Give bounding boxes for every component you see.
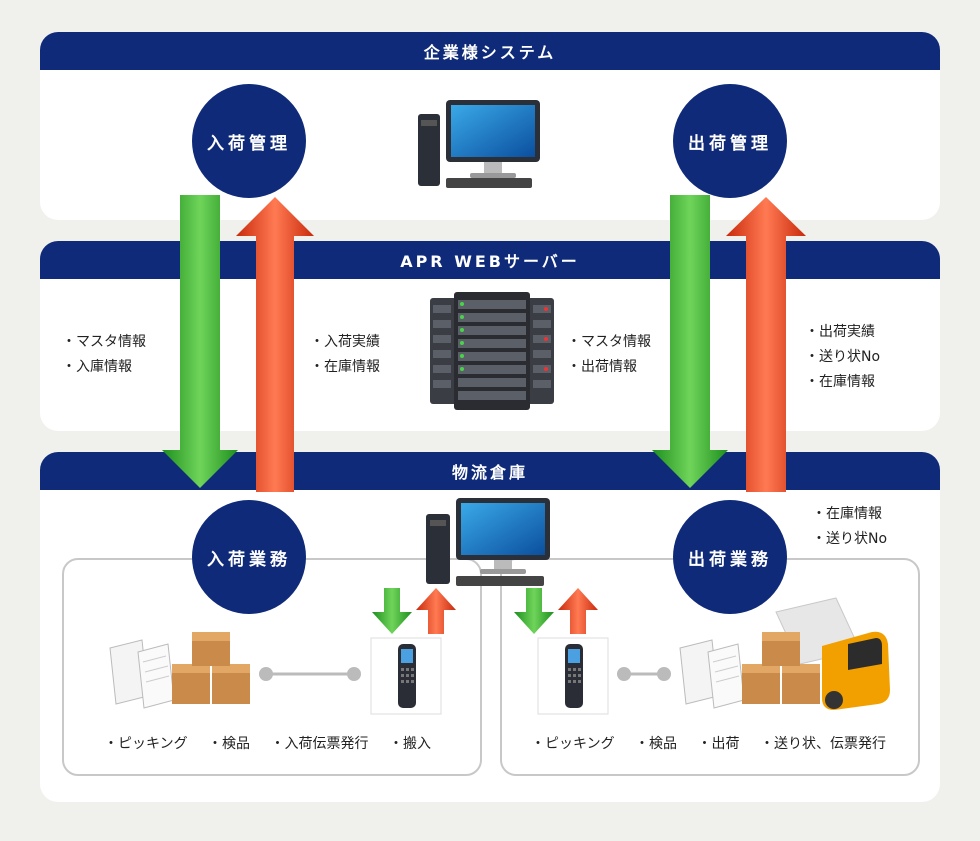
outbound-operations-circle: 出荷業務: [673, 500, 787, 614]
note-item: ・在庫情報: [310, 359, 380, 375]
note-item: ・マスタ情報: [62, 334, 146, 350]
inbound-management-circle: 入荷管理: [192, 84, 306, 198]
step-item: ・ピッキング: [104, 736, 188, 752]
upload-arrow-right: [726, 197, 806, 492]
server-rack-icon: [430, 292, 554, 410]
note-item: ・入荷実績: [310, 334, 380, 350]
notes-left-download: ・マスタ情報 ・入庫情報: [62, 330, 146, 380]
delivery-truck-icon: [775, 597, 890, 710]
small-upload-arrow-right: [558, 588, 598, 634]
handheld-terminal-icon-right: [537, 637, 609, 715]
note-item: ・マスタ情報: [567, 334, 651, 350]
outbound-management-circle: 出荷管理: [673, 84, 787, 198]
note-item: ・出荷実績: [805, 324, 875, 340]
cardboard-boxes-icon-left: [172, 632, 250, 704]
notes-right-download: ・マスタ情報 ・出荷情報: [567, 330, 651, 380]
step-item: ・検品: [208, 736, 251, 752]
upload-arrow-left: [236, 197, 314, 492]
inbound-steps: ・ピッキング ・検品 ・入荷伝票発行 ・搬入: [104, 733, 447, 753]
step-item: ・出荷: [697, 736, 740, 752]
step-item: ・搬入: [388, 736, 431, 752]
notes-left-upload: ・入荷実績 ・在庫情報: [310, 330, 380, 380]
corporate-system-panel: 企業様システム: [40, 32, 940, 220]
corporate-system-header: 企業様システム: [40, 32, 940, 70]
note-item: ・出荷情報: [567, 359, 637, 375]
small-download-arrow-right: [514, 588, 554, 634]
cardboard-boxes-icon-right: [742, 632, 820, 704]
note-item: ・入庫情報: [62, 359, 132, 375]
note-item: ・在庫情報: [805, 374, 875, 390]
small-download-arrow-left: [372, 588, 412, 634]
documents-icon-left: [109, 639, 175, 709]
outbound-steps: ・ピッキング ・検品 ・出荷 ・送り状、伝票発行: [531, 733, 902, 753]
note-item: ・送り状No: [812, 531, 888, 547]
notes-right-upload: ・出荷実績 ・送り状No ・在庫情報: [805, 320, 880, 395]
small-upload-arrow-left: [416, 588, 456, 634]
step-item: ・送り状、伝票発行: [759, 736, 886, 752]
step-item: ・検品: [635, 736, 678, 752]
step-item: ・入荷伝票発行: [270, 736, 369, 752]
handheld-terminal-icon-left: [370, 637, 442, 715]
step-item: ・ピッキング: [531, 736, 615, 752]
note-item: ・在庫情報: [812, 506, 882, 522]
download-arrow-right: [652, 195, 728, 488]
warehouse-pc-icon: [426, 498, 550, 586]
documents-icon-right: [679, 639, 745, 709]
inbound-operations-circle: 入荷業務: [192, 500, 306, 614]
connector-line-right: [617, 667, 671, 681]
note-item: ・送り状No: [805, 349, 881, 365]
download-arrow-left: [162, 195, 238, 488]
connector-line-left: [259, 667, 361, 681]
desktop-pc-icon: [418, 100, 540, 188]
notes-warehouse-upload: ・在庫情報 ・送り状No: [812, 502, 887, 552]
